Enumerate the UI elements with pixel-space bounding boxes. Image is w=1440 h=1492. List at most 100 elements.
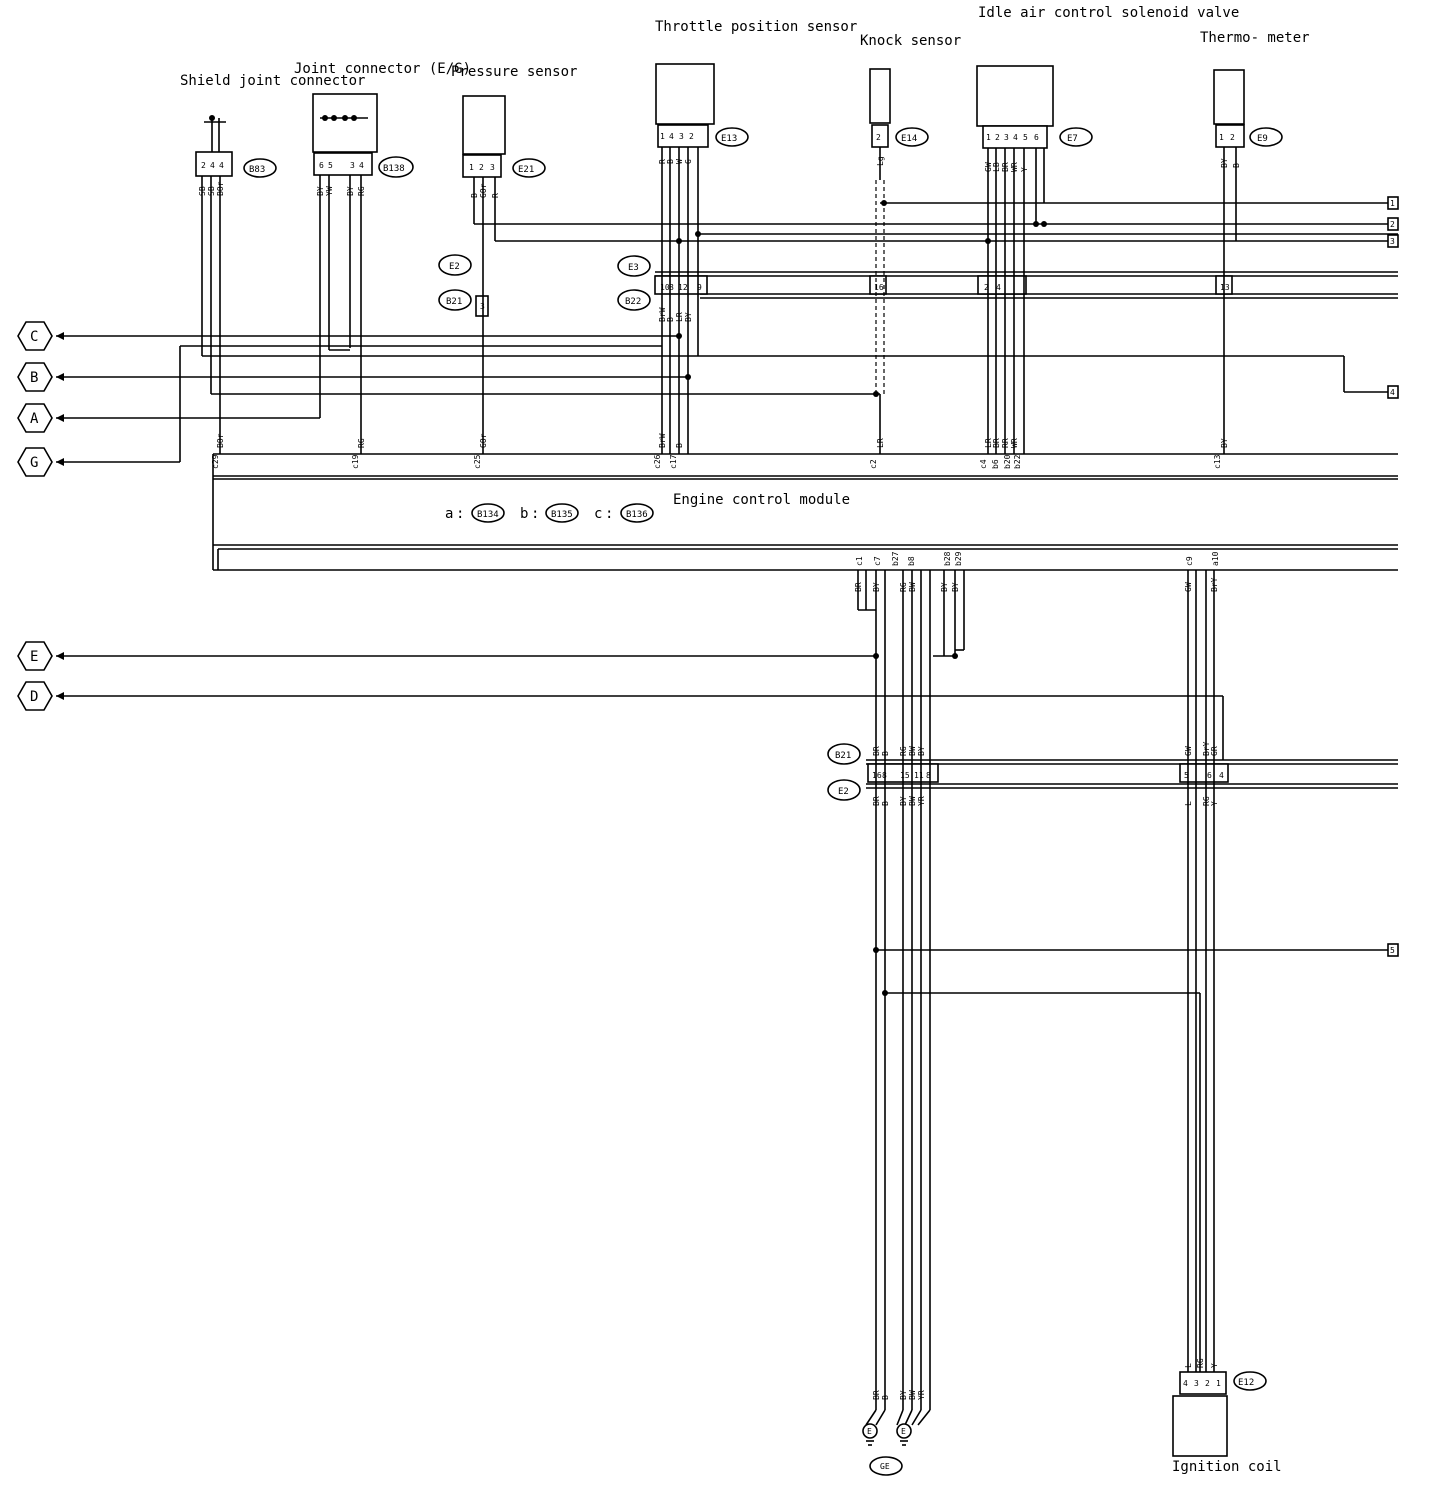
pin-ecm-bottom-7: a10 (1211, 551, 1220, 566)
wire-color-e2-bottom-4: YR (917, 796, 926, 806)
harness-b21-e2 (866, 759, 1398, 789)
wire-color-e7-3: WR (1010, 162, 1019, 172)
pin-b138-1: 5 (328, 161, 333, 170)
connector-e9: E9 (1257, 134, 1268, 144)
ecm-connector-c: B136 (626, 510, 648, 520)
wire-color-ecm-bottom-1: BY (872, 582, 881, 592)
wire-color-e12-1: RG (1196, 1358, 1205, 1368)
pin-e3-b22-1: 8 (669, 283, 674, 292)
wire-color-ecm-bottom-6: GW (1184, 582, 1193, 592)
wire-color-ecm-bottom-7: BrY (1210, 577, 1219, 592)
wire-color-ground-3: BW (908, 1390, 917, 1400)
pin-b138-2: 3 (350, 161, 355, 170)
offpage-ref-a: A (17, 403, 64, 433)
pin-ecm-bottom-4: b28 (943, 551, 952, 566)
wire-color-e2-bottom-2: BY (899, 796, 908, 806)
pin-ecm-bottom-3: b8 (907, 556, 916, 566)
pin-e13-1: 4 (669, 132, 674, 141)
pin-b21-bottom-6: 6 (1207, 771, 1212, 780)
ecm-connector-badge-c (620, 503, 654, 523)
thermometer-name: Thermo- meter (1200, 30, 1310, 46)
svg-text:A: A (30, 411, 39, 427)
pin-b21-top: 3 (480, 302, 485, 311)
wire-color-b22-3: BY (684, 312, 693, 322)
svg-text:B: B (30, 370, 38, 386)
pin-e3-b22-2: 12 (678, 283, 688, 292)
wire-color-ecm-bottom-5: BY (951, 582, 960, 592)
pin-e13-2: 3 (679, 132, 684, 141)
wiring (56, 147, 1398, 1426)
ignition-coil-name: Ignition coil (1172, 1459, 1282, 1475)
pin-e14-0: 2 (876, 133, 881, 142)
ecm-connector-b: B135 (551, 510, 573, 520)
ground-left: E (867, 1427, 872, 1436)
connector-e2-top: E2 (449, 262, 460, 272)
wire-color-e2-bottom-5: L (1184, 801, 1193, 806)
pin-e3-b22-5: 2 (984, 283, 989, 292)
ecm-key-c: c (594, 506, 602, 522)
pin-b83-1: 4 (210, 161, 215, 170)
connector-b21-top: B21 (446, 297, 462, 307)
shield-joint-connector-name: Shield joint connector (180, 73, 365, 89)
wire-color-ecm-top-7: BR (992, 438, 1001, 448)
engine-control-module: Engine control module a : B134 b : B135 … (212, 453, 1398, 571)
ecm-connector-a: B134 (477, 510, 499, 520)
connector-b83: B83 (249, 165, 265, 175)
idle-air-control-valve: Idle air control solenoid valve E7 (976, 5, 1239, 149)
pin-b21-bottom-0: 16 (872, 771, 882, 780)
wire-color-e21-1: GOr (479, 183, 488, 198)
joint-connector-eg: Joint connector (E/G) B138 (294, 61, 471, 178)
wire-color-b21-bottom-1: B (881, 751, 890, 756)
pin-e3-b22-3: 9 (697, 283, 702, 292)
svg-text:G: G (30, 455, 38, 471)
pin-e21-1: 2 (479, 163, 484, 172)
pin-e13-3: 2 (689, 132, 694, 141)
offpage-ref-c: C (17, 321, 64, 351)
wire-color-b22-2: LR (675, 312, 684, 322)
wire-color-ecm-top-1: RG (357, 438, 366, 448)
wire-color-b21-bottom-4: BY (917, 746, 926, 756)
pin-ecm-bottom-2: b27 (891, 551, 900, 566)
wire-color-e12-0: L (1184, 1363, 1193, 1368)
pressure-sensor-name: Pressure sensor (451, 64, 577, 80)
ground-label: GE (880, 1462, 890, 1471)
idle-air-control-valve-name: Idle air control solenoid valve (978, 5, 1239, 21)
continuation-ref-2: 2 (1390, 220, 1395, 229)
wire-color-ecm-bottom-2: RG (899, 582, 908, 592)
pin-b21-bottom-3: 11 (914, 771, 924, 780)
wire-color-ecm-top-6: LR (984, 438, 993, 448)
offpage-ref-g: G (17, 447, 64, 477)
pin-e21-2: 3 (490, 163, 495, 172)
pin-e13-0: 1 (660, 132, 665, 141)
pin-e7-5: 6 (1034, 133, 1039, 142)
pin-b21-bottom-4: 8 (926, 771, 931, 780)
connector-b22: B22 (625, 297, 641, 307)
ecm-name: Engine control module (673, 492, 850, 508)
pin-b138-3: 4 (359, 161, 364, 170)
wire-color-e21-2: R (491, 193, 500, 198)
pin-ecm-top-3: c26 (653, 454, 662, 469)
throttle-position-sensor: Throttle position sensor E13 (655, 19, 857, 148)
knock-sensor-name: Knock sensor (860, 33, 961, 49)
pin-ecm-top-8: b20 (1003, 454, 1012, 469)
wire-color-ground-2: BY (899, 1390, 908, 1400)
pressure-sensor: Pressure sensor E21 (451, 64, 577, 178)
thermometer: Thermo- meter E9 (1200, 30, 1310, 148)
wire-color-ecm-bottom-4: BY (940, 582, 949, 592)
offpage-ref-e: E (17, 641, 64, 671)
svg-text:E: E (30, 649, 38, 665)
pin-ecm-bottom-1: c7 (873, 556, 882, 566)
wire-color-b21-bottom-6: BrY (1202, 741, 1211, 756)
svg-text::: : (531, 506, 539, 522)
wire-color-e14-0: Lg (876, 156, 885, 166)
wire-color-e7-1: LB (992, 162, 1001, 172)
wire-color-b138-1: YW (325, 186, 334, 196)
wire-color-b21-bottom-7: GR (1210, 746, 1219, 756)
pin-ecm-top-9: b22 (1013, 454, 1022, 469)
pin-e3-b22-0: 10 (660, 283, 670, 292)
pin-b21-bottom-5: 5 (1184, 771, 1189, 780)
pin-b83-2: 4 (219, 161, 224, 170)
wire-color-e2-bottom-6: RG (1202, 796, 1211, 806)
pin-e3-b22-6: 4 (996, 283, 1001, 292)
